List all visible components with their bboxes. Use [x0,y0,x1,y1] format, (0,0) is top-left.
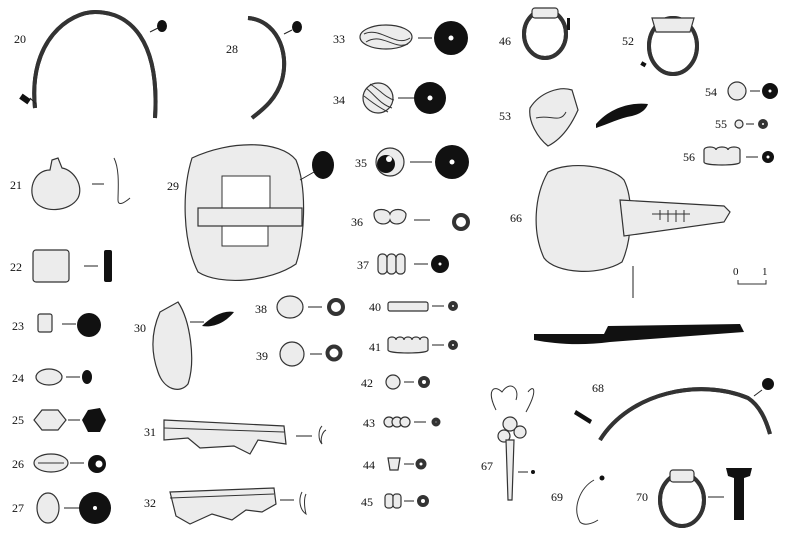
artifact-68-bracelet [574,378,774,442]
label-30: 30 [134,321,146,335]
artifact-29-buckle [184,144,334,281]
artifact-39-bead [279,341,343,367]
label-24: 24 [12,371,24,385]
label-28: 28 [226,42,238,56]
artifact-31-fragment [163,419,327,455]
label-31: 31 [144,425,156,439]
artifact-53-fragment [529,88,648,147]
label-56: 56 [683,150,695,164]
scale-bar [737,280,767,285]
artifact-66-object [534,165,744,345]
artifact-37-bead [377,253,449,275]
label-36: 36 [351,215,363,229]
label-44: 44 [363,458,375,472]
artifact-69-hook [576,475,605,525]
artifact-20-bracelet [19,9,167,119]
label-67: 67 [481,459,493,473]
label-21: 21 [10,178,22,192]
artifact-24-bead [35,368,92,386]
label-29: 29 [167,179,179,193]
label-66: 66 [510,211,522,225]
artifact-54-bead [727,81,778,101]
label-39: 39 [256,349,268,363]
scale-label-end: 1 [762,266,768,278]
label-43: 43 [363,416,375,430]
label-69: 69 [551,490,563,504]
label-26: 26 [12,457,24,471]
label-45: 45 [361,495,373,509]
label-54: 54 [705,85,717,99]
label-27: 27 [12,501,24,515]
label-46: 46 [499,34,511,48]
artifact-25-bead [33,408,106,432]
artifact-21-pendant [31,157,131,211]
artifact-67-pin [490,385,535,501]
label-38: 38 [255,302,267,316]
artifact-38-bead [276,295,345,319]
label-23: 23 [12,319,24,333]
label-53: 53 [499,109,511,123]
label-40: 40 [369,300,381,314]
artifact-35-bead [375,145,469,179]
artifact-40-bead [387,301,458,312]
artifact-34-bead [362,82,446,114]
label-32: 32 [144,496,156,510]
label-34: 34 [333,93,345,107]
artifact-42-bead [385,374,430,390]
label-70: 70 [636,490,648,504]
artifact-33-bead [359,21,468,55]
label-52: 52 [622,34,634,48]
artifact-26-cowrie [33,453,106,473]
scale-label-start: 0 [733,266,739,278]
artifact-44-bead [387,457,427,471]
artifact-43-bead [383,416,441,428]
label-35: 35 [355,156,367,170]
artifact-70-ring [658,468,752,528]
artifact-27-bead [36,492,111,524]
label-20: 20 [14,32,26,46]
artifact-23-bead [37,313,101,337]
label-25: 25 [12,413,24,427]
label-37: 37 [357,258,369,272]
artifact-30-fragment [152,301,234,390]
artifact-32-fragment [169,487,307,525]
artifact-41-bead [387,336,458,354]
label-68: 68 [592,381,604,395]
label-41: 41 [369,340,381,354]
artifact-28-bracelet-fragment [247,16,302,120]
artifact-36-bead [373,208,470,231]
artifact-45-bead [384,493,429,509]
label-55: 55 [715,117,727,131]
artifact-56-bead [703,146,774,166]
label-42: 42 [361,376,373,390]
artifact-55-bead [734,119,768,129]
label-22: 22 [10,260,22,274]
label-33: 33 [333,32,345,46]
artifact-22-plaque [32,249,112,283]
artifact-46-ring [522,7,570,60]
artifact-52-ring [640,16,699,76]
